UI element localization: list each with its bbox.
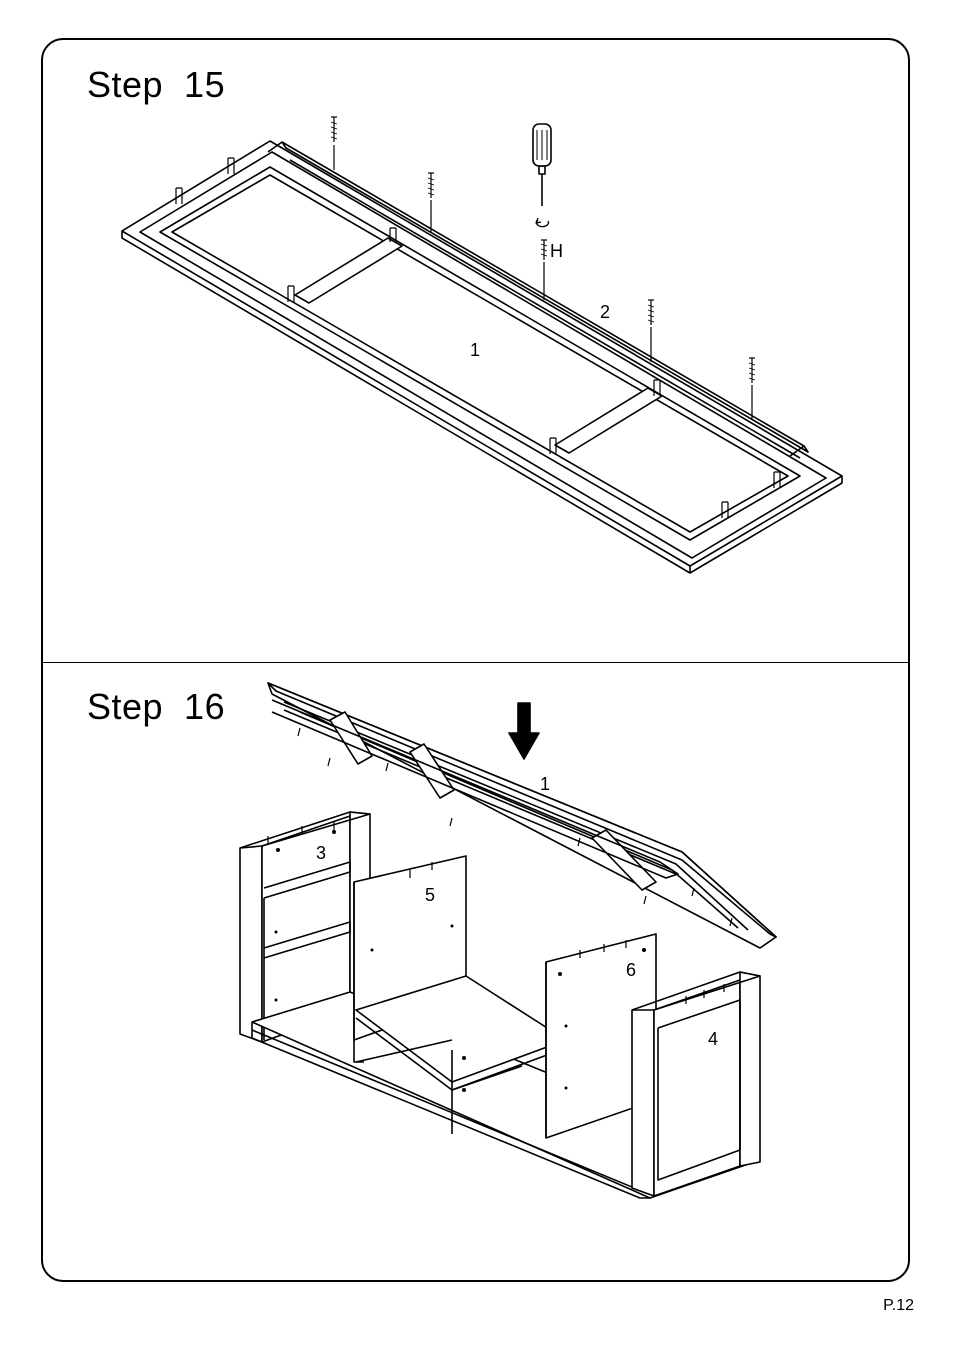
step16-label-part3: 3	[316, 843, 326, 863]
step15-label-part1: 1	[470, 340, 480, 360]
page-number: P.12	[883, 1297, 914, 1315]
step16-label-part6: 6	[626, 960, 636, 980]
step15-top-panel	[122, 141, 842, 573]
step16-label-part5: 5	[425, 885, 435, 905]
step16-label-part4: 4	[708, 1029, 718, 1049]
rotate-clockwise-icon	[537, 220, 549, 227]
screwdriver-icon	[533, 124, 551, 206]
step15-label-part2: 2	[600, 302, 610, 322]
step16-label-part1: 1	[540, 774, 550, 794]
step15-label-hardware: H	[550, 241, 563, 261]
down-arrow-icon	[509, 703, 539, 759]
